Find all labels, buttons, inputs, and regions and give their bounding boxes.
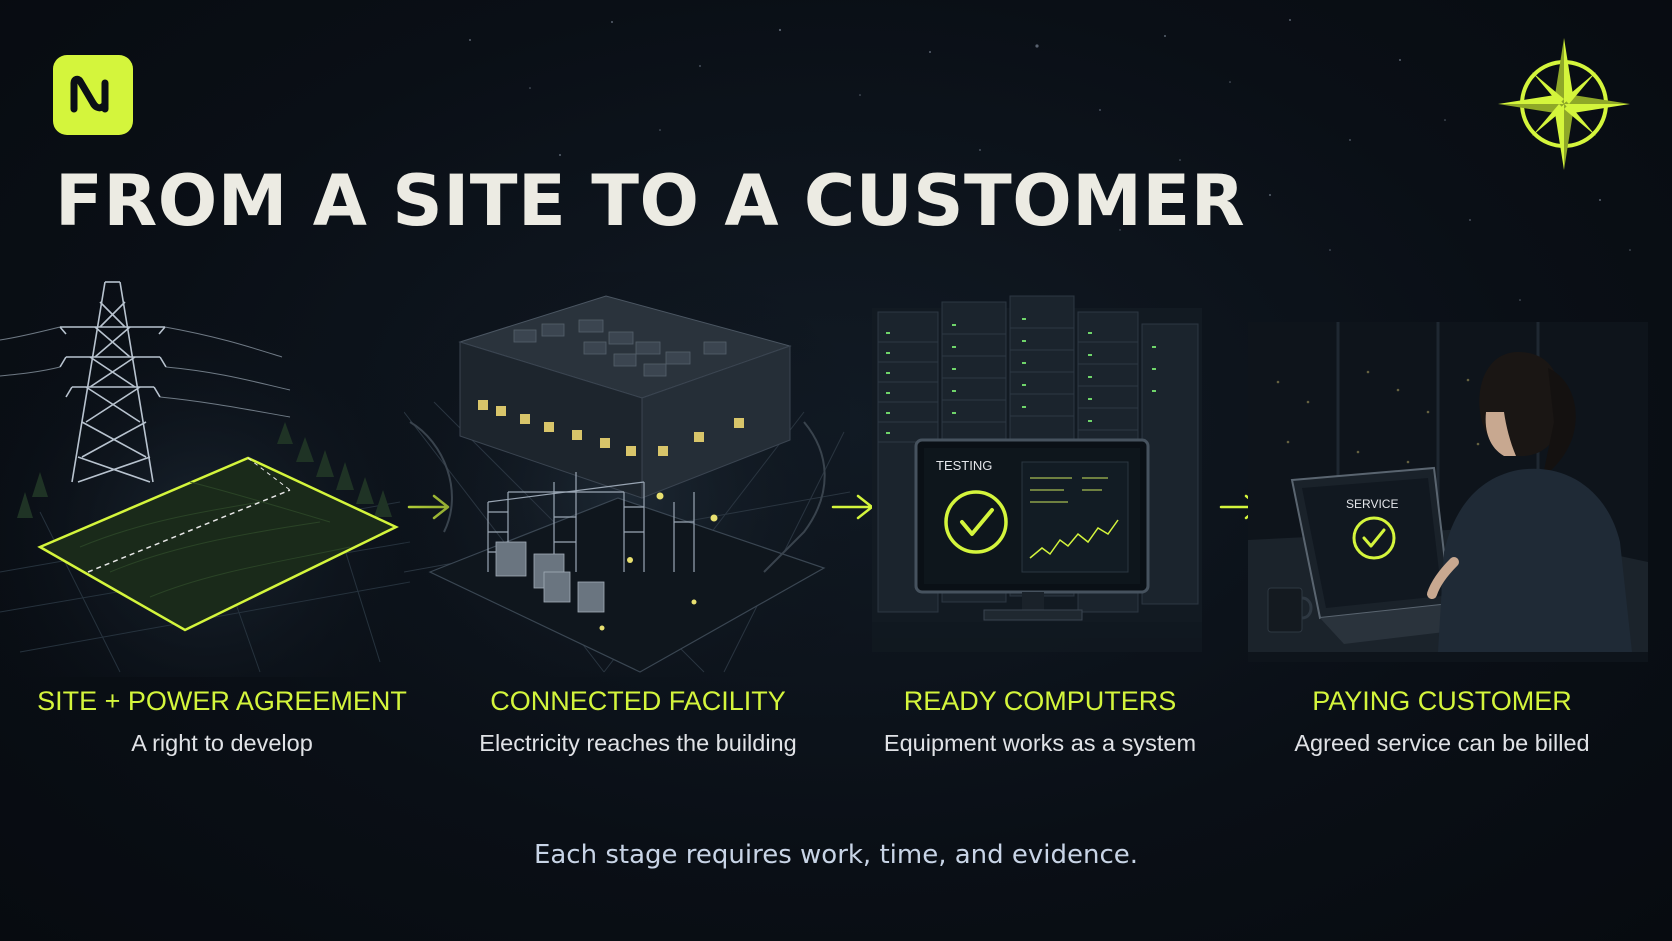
power-tower-site-plot xyxy=(0,272,410,677)
compass-rose-icon xyxy=(1498,38,1630,170)
customer-laptop: SERVICE xyxy=(1248,322,1648,662)
n-wave-logo-icon xyxy=(70,75,109,113)
stage-caption-computers: READY COMPUTERS Equipment works as a sys… xyxy=(840,685,1240,757)
stage-caption-site: SITE + POWER AGREEMENT A right to develo… xyxy=(22,685,422,757)
stage-title: READY COMPUTERS xyxy=(903,686,1177,716)
datacenter-substation xyxy=(404,272,850,677)
arrow-right-icon xyxy=(831,494,874,520)
stage-title: SITE + POWER AGREEMENT xyxy=(37,686,407,716)
stage-title: CONNECTED FACILITY xyxy=(490,686,786,716)
brand-logo xyxy=(53,55,133,135)
stage-description: A right to develop xyxy=(131,730,313,756)
server-racks-monitor: TESTING xyxy=(872,295,1202,652)
stage-caption-facility: CONNECTED FACILITY Electricity reaches t… xyxy=(438,685,838,757)
footer-note: Each stage requires work, time, and evid… xyxy=(533,840,1139,870)
stage-caption-customer: PAYING CUSTOMER Agreed service can be bi… xyxy=(1242,685,1642,757)
screen-label-service: SERVICE xyxy=(1346,497,1398,511)
stage-description: Equipment works as a system xyxy=(883,730,1197,756)
page-title: FROM A SITE TO A CUSTOMER xyxy=(55,160,1246,242)
stage-description: Electricity reaches the building xyxy=(479,730,797,756)
screen-label-testing: TESTING xyxy=(936,458,992,473)
stage-description: Agreed service can be billed xyxy=(1294,730,1590,756)
stage-title: PAYING CUSTOMER xyxy=(1312,686,1572,716)
